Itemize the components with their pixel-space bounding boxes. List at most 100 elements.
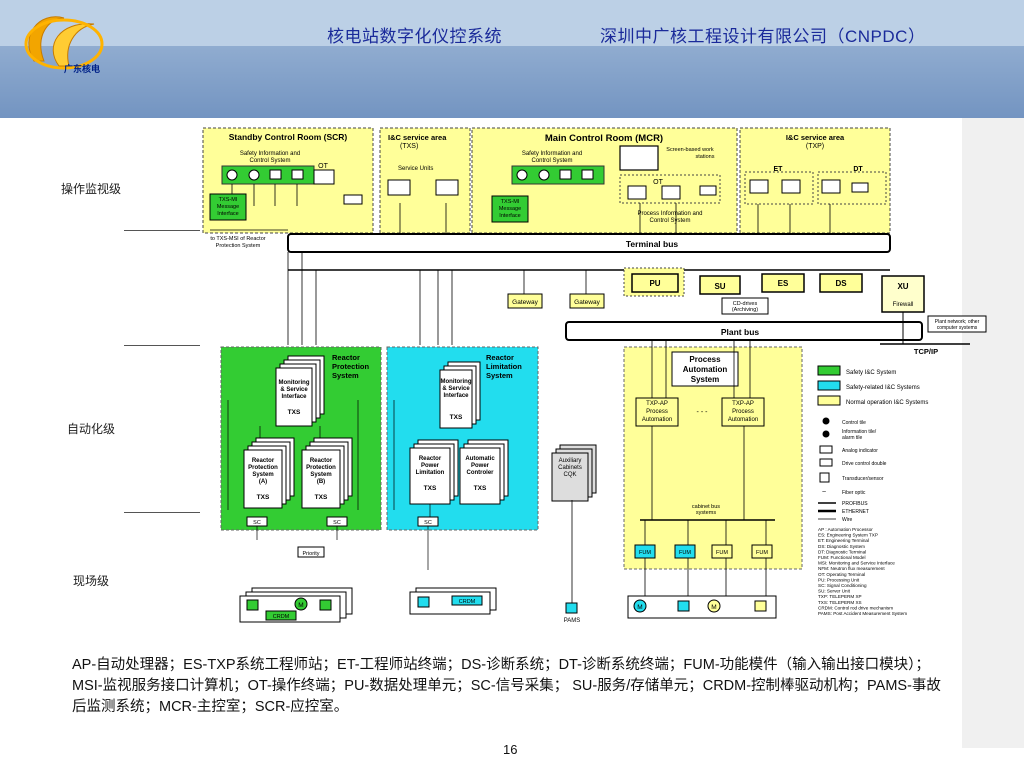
et-group: [744, 171, 814, 205]
divider-line-1: [124, 230, 204, 231]
field-left-sensor-1: [246, 599, 259, 611]
legend-safety-related-swatch: [817, 380, 841, 391]
unit-xu: [881, 275, 925, 313]
rps-a-c: System: [252, 472, 273, 478]
legend-analog: Analog indicator: [842, 448, 878, 454]
rps-msi-b: & Service: [280, 387, 308, 393]
firewall-label: Firewall: [893, 302, 914, 308]
legend-abbreviation: DT: Diagnostic Terminal: [818, 549, 866, 554]
proc-info-a: Process Information and: [637, 211, 702, 217]
txp-ap-2-a: TXP-AP: [732, 401, 754, 407]
apc-stack: [459, 439, 509, 505]
rls-msi-txs: TXS: [450, 414, 463, 421]
unit-su: [699, 275, 741, 295]
rps-b-b: Protection: [306, 465, 336, 471]
field-right-sensor-1: [677, 600, 690, 612]
legend-safety: Safety I&C System: [846, 370, 896, 376]
legend-drive: Drive control double: [842, 461, 887, 467]
mcr-control-tiles: [516, 169, 594, 181]
legend-info-tile-a: Information tile/: [842, 429, 877, 435]
rps-b-a: Reactor: [310, 458, 333, 464]
rpl-b: Power: [421, 463, 440, 469]
plant-network-box: [927, 315, 987, 333]
cd-drives-b: (Archiving): [732, 307, 758, 313]
scr-ot-label: OT: [318, 163, 328, 170]
mcr-ot-monitor-1: [627, 185, 647, 200]
field-group-right: [627, 595, 777, 619]
terminal-bus-links: [210, 203, 831, 234]
apc-a: Automatic: [465, 456, 495, 462]
priority-label: Priority: [302, 551, 319, 557]
pas-title-c: System: [691, 375, 719, 384]
dt-group: [817, 171, 887, 205]
service-monitor-2: [435, 179, 459, 196]
rpl-stack: [409, 439, 459, 505]
rps-sc-1-label: SC: [253, 520, 261, 526]
gateway-1-label: Gateway: [512, 299, 538, 306]
level-label-operation: 操作监视级: [60, 182, 121, 196]
rls-title-c: System: [486, 371, 513, 380]
rps-msi-a: Monitoring: [279, 380, 310, 386]
rps-a-txs: TXS: [257, 494, 270, 501]
fum-2: [674, 544, 696, 559]
txp-ap-dots: - - -: [697, 409, 709, 416]
header-band: [0, 0, 1024, 46]
legend-abbreviation: SC: Signal Conditioning: [818, 583, 867, 588]
scr-wires: [231, 184, 298, 206]
rps-sc-2-label: SC: [333, 520, 341, 526]
rps-msi-c: Interface: [281, 394, 307, 400]
plant-bus-label: Plant bus: [721, 327, 760, 337]
scr-printer: [343, 194, 363, 205]
gateway-2: [569, 293, 605, 309]
rps-title-a: Reactor: [332, 353, 360, 362]
rps-a-stack: [243, 437, 295, 509]
rpl-a: Reactor: [419, 456, 442, 462]
aux-a: Auxiliary: [559, 458, 582, 464]
mcr-safety-info-b: Control System: [531, 158, 572, 164]
fum-3-label: FUM: [716, 550, 728, 556]
rpl-txs: TXS: [424, 485, 437, 492]
legend-safety-swatch: [817, 365, 841, 376]
terminal-bus-label: Terminal bus: [626, 239, 679, 249]
txp-ap-2: [721, 397, 765, 427]
legend-normal: Normal operation I&C Systems: [846, 400, 928, 406]
rls-msi-b: & Service: [442, 386, 470, 392]
unit-ds: [819, 273, 863, 293]
unit-es: [761, 273, 805, 293]
field-mid-sensor: [417, 596, 430, 608]
legend-wire: Wire: [842, 517, 852, 523]
rps-msi-txs: TXS: [288, 409, 301, 416]
crdm-mid-label: CRDM: [459, 599, 476, 605]
rls-msi-c: Interface: [443, 393, 469, 399]
rls-title-b: Limitation: [486, 362, 522, 371]
legend-transducer: Transducer/sensor: [842, 476, 884, 482]
legend-abbreviation: ET: Engineering Terminal: [818, 538, 869, 543]
transducer-icon: [819, 472, 830, 483]
rls-sc-label: SC: [424, 520, 432, 526]
mcr-ot-label: OT: [653, 179, 663, 186]
crdm-left: [265, 610, 297, 621]
mcr-ot-group: [619, 174, 721, 204]
legend-abbreviation: FUM: Functional Model: [818, 555, 866, 560]
legend-ethernet: ETHERNET: [842, 509, 869, 515]
fum-1: [634, 544, 656, 559]
field-left-motor-label: M: [298, 602, 303, 609]
divider-line-3: [124, 512, 204, 513]
field-right-motor-2-label: M: [711, 604, 716, 611]
divider-line-2: [124, 345, 204, 346]
mcr-title: Main Control Room (MCR): [545, 133, 663, 144]
level-label-field: 现场级: [72, 574, 109, 588]
header-title-right: 深圳中广核工程设计有限公司（CNPDC）: [600, 27, 926, 46]
scr-txs-mi: [209, 193, 247, 221]
mcr-safety-info-a: Safety Information and: [522, 151, 582, 157]
scr-ot-monitor: [313, 169, 335, 185]
apc-txs: TXS: [474, 485, 487, 492]
unit-ds-label: DS: [835, 279, 847, 288]
rps-title-c: System: [332, 371, 359, 380]
txp-ap-2-c: Automation: [728, 417, 758, 423]
service-units-label: Service Units: [398, 166, 433, 172]
unit-es-label: ES: [778, 279, 789, 288]
txp-ap-1-b: Process: [646, 409, 668, 415]
header-bar: [0, 0, 1024, 118]
